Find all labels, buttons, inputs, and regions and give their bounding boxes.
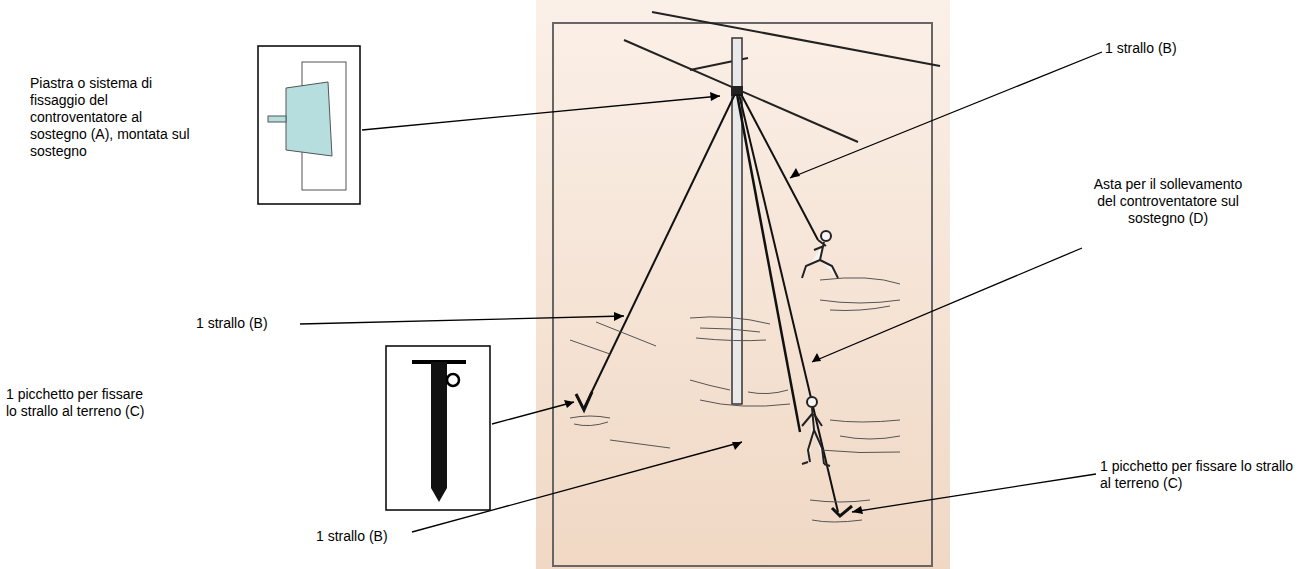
stays	[584, 94, 838, 512]
ground-texture	[570, 278, 900, 522]
rod-label: Asta per il sollevamento del controventa…	[1088, 176, 1248, 227]
scene-frame	[553, 23, 932, 566]
workers	[802, 231, 838, 466]
stake-inset	[386, 346, 490, 510]
stay-label: 1 strallo (B)	[196, 315, 306, 332]
stay-label: 1 strallo (B)	[1105, 40, 1255, 57]
stake-label: 1 picchetto per fissare lo strallo al te…	[6, 386, 146, 420]
leader-lines	[300, 52, 1102, 532]
antenna	[624, 12, 940, 142]
leader-heads	[564, 92, 863, 514]
plate-inset	[258, 46, 360, 204]
stakes	[576, 392, 852, 516]
plate-label: Piastra o sistema di fissaggio del contr…	[30, 75, 200, 160]
scene-background	[536, 0, 950, 569]
stake-label: 1 picchetto per fissare lo strallo al te…	[1100, 458, 1295, 492]
stay-label: 1 strallo (B)	[316, 528, 426, 545]
pole	[732, 38, 742, 404]
